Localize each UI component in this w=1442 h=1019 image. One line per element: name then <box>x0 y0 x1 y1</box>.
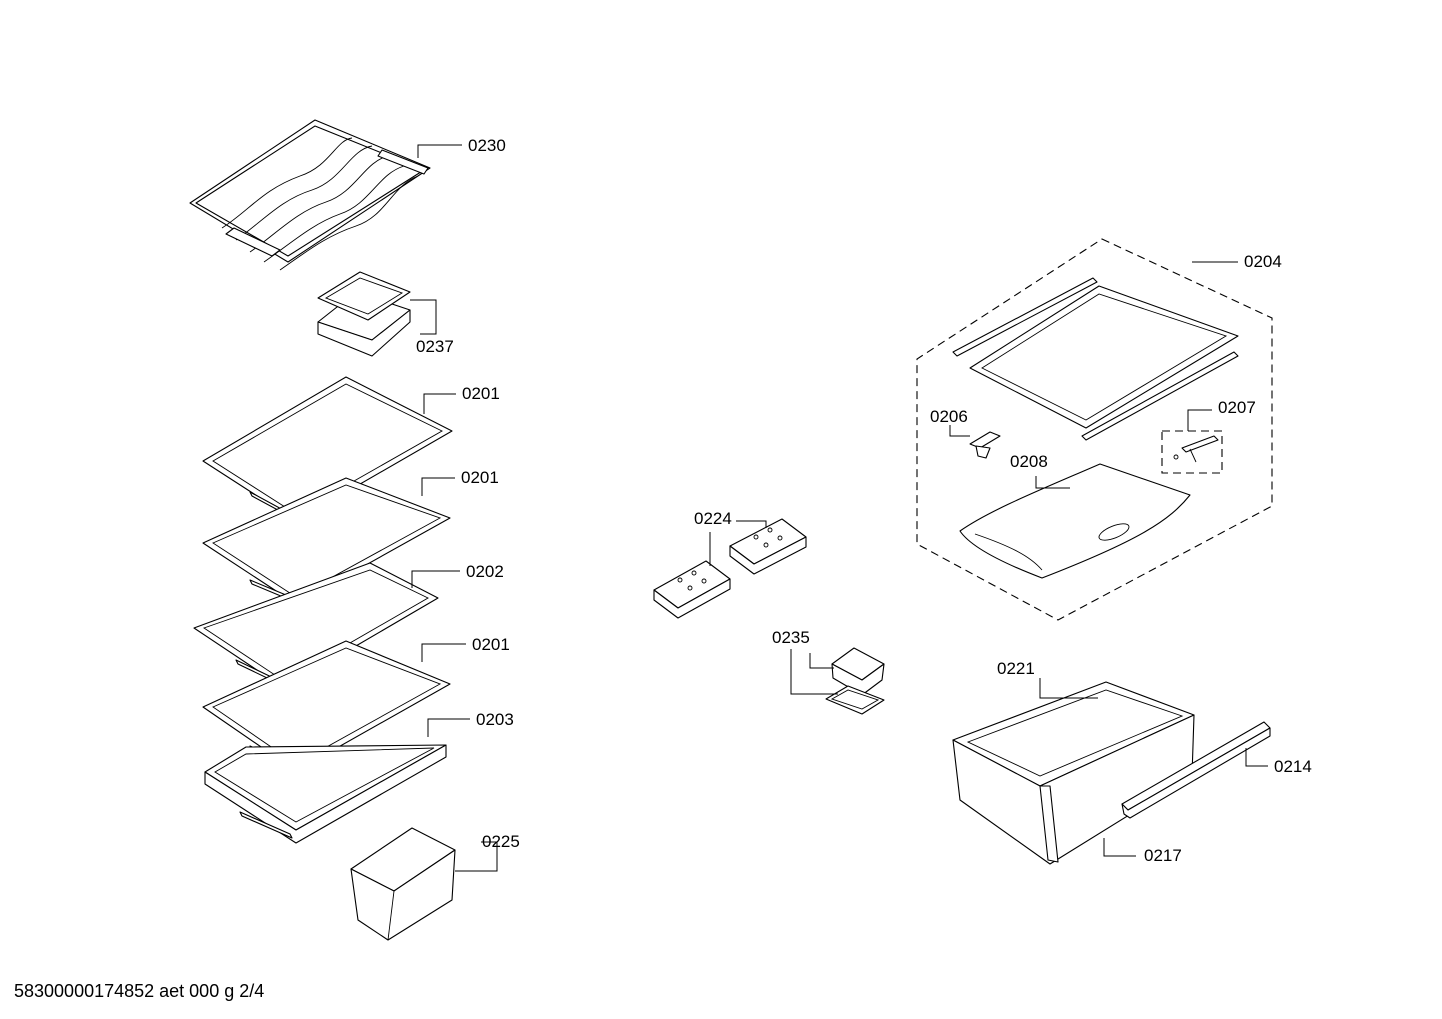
cold-pack-part-1 <box>653 560 731 619</box>
callout-0201-c: 0201 <box>472 635 510 654</box>
leader-0235-b <box>809 653 834 669</box>
callout-0207: 0207 <box>1218 398 1256 417</box>
callout-0235: 0235 <box>772 628 810 647</box>
callout-0224: 0224 <box>694 509 732 528</box>
leader-0221 <box>1039 678 1098 699</box>
leader-0201-c <box>421 643 466 662</box>
leader-0214 <box>1245 748 1268 767</box>
leader-0208 <box>1035 476 1070 489</box>
callout-0225: 0225 <box>482 832 520 851</box>
callout-0217: 0217 <box>1144 846 1182 865</box>
shelf-frame-part <box>952 277 1239 441</box>
leader-0202 <box>411 570 460 588</box>
bracket-part-0207 <box>1173 435 1219 463</box>
drawer-part <box>952 681 1195 865</box>
bracket-0207-box <box>1161 430 1223 474</box>
callout-0204: 0204 <box>1244 252 1282 271</box>
rail-part-0214 <box>1121 721 1271 819</box>
cold-pack-part-2 <box>729 518 807 575</box>
leader-0235 <box>790 649 838 695</box>
leader-0206 <box>949 425 970 437</box>
bin-part <box>350 827 456 941</box>
callout-0206: 0206 <box>930 407 968 426</box>
callout-0214: 0214 <box>1274 757 1312 776</box>
clip-part-0206 <box>969 431 1001 459</box>
leader-0217 <box>1103 838 1136 857</box>
small-tray-part <box>317 271 411 357</box>
leader-0201-a <box>423 393 456 414</box>
callout-0237: 0237 <box>416 337 454 356</box>
small-container-part <box>825 647 885 715</box>
callout-0230: 0230 <box>468 136 506 155</box>
leader-0201-b <box>421 477 455 496</box>
leader-0225 <box>455 841 498 872</box>
leader-0224-b <box>736 520 767 528</box>
assembly-0204-outline <box>916 238 1273 621</box>
leader-0230 <box>417 144 462 158</box>
leader-0237 <box>410 299 437 335</box>
callout-0202: 0202 <box>466 562 504 581</box>
cover-part-0208 <box>959 463 1191 579</box>
callout-0201-b: 0201 <box>461 468 499 487</box>
callout-0208: 0208 <box>1010 452 1048 471</box>
leader-0203 <box>427 718 470 737</box>
callout-0201-a: 0201 <box>462 384 500 403</box>
framed-shelf-part <box>204 744 447 844</box>
leader-0207 <box>1187 409 1212 431</box>
callout-0221: 0221 <box>997 659 1035 678</box>
callout-0203: 0203 <box>476 710 514 729</box>
wine-rack-part <box>189 119 431 271</box>
document-code: 58300000174852 aet 000 g 2/4 <box>14 981 265 1001</box>
